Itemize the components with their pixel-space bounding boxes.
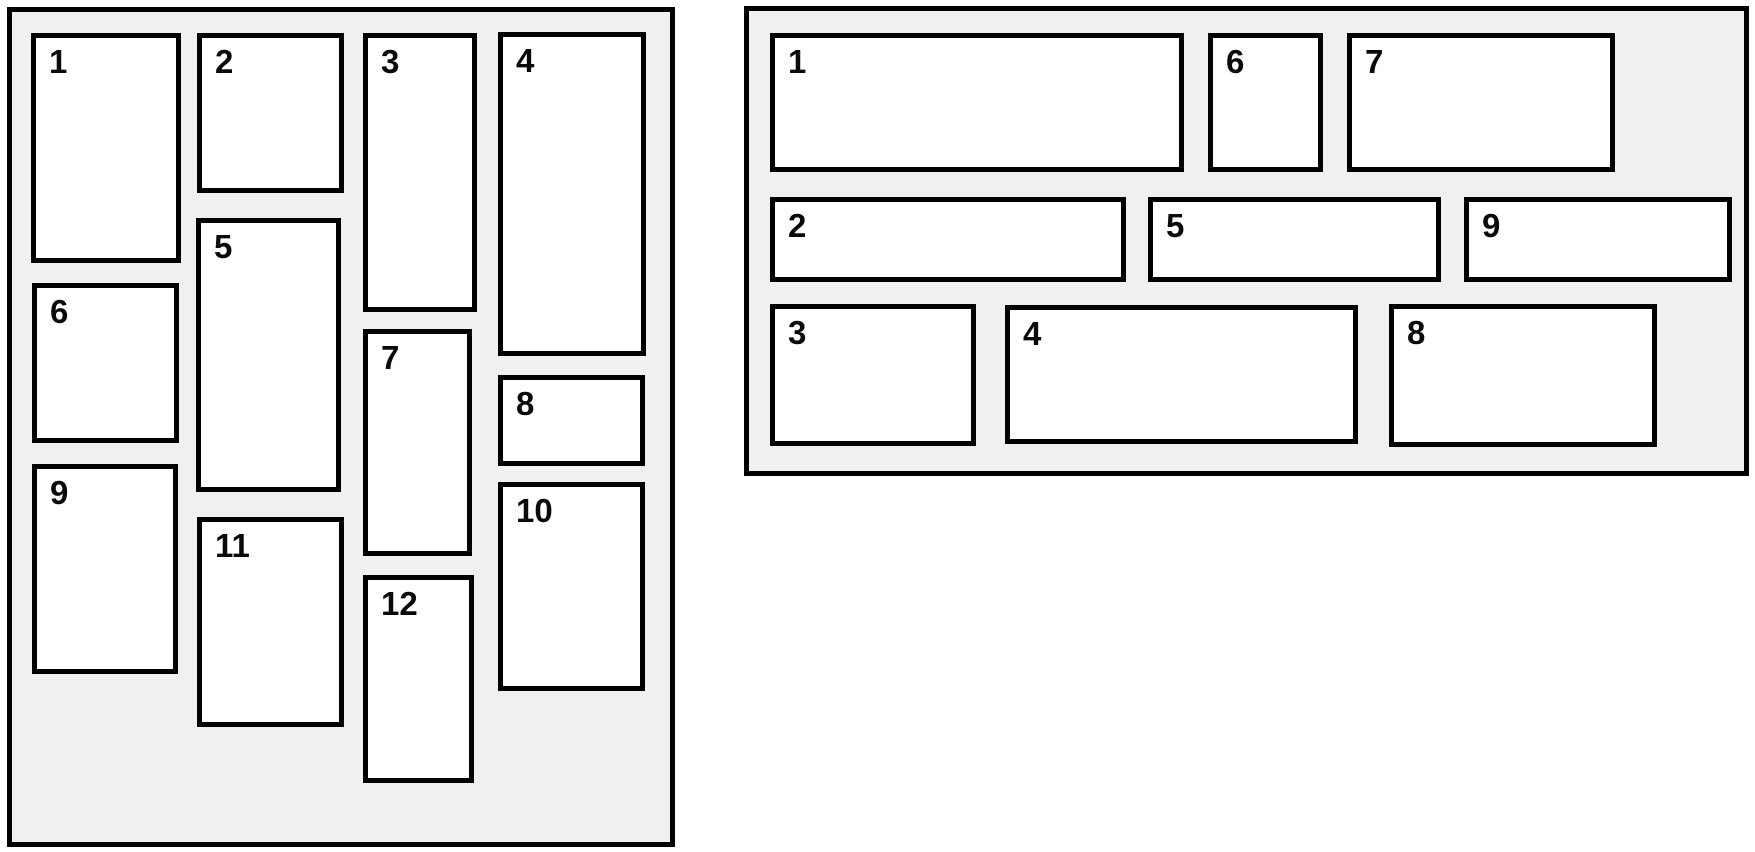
left-masonry-tile-2: 2 — [197, 33, 344, 193]
left-masonry-tile-9: 9 — [32, 464, 178, 674]
left-masonry-tile-12: 12 — [363, 575, 474, 783]
right-masonry-tile-3: 3 — [770, 304, 976, 446]
right-masonry-tile-9: 9 — [1464, 197, 1732, 282]
right-masonry-tile-4: 4 — [1005, 305, 1358, 444]
left-masonry-tile-6: 6 — [32, 283, 179, 443]
left-masonry-tile-5: 5 — [196, 218, 341, 492]
right-masonry-tile-5: 5 — [1148, 197, 1441, 282]
vertical-masonry-panel: 1 2 3 4 5 6 7 8 9 10 11 12 — [7, 7, 675, 847]
left-masonry-tile-7: 7 — [363, 329, 472, 556]
left-masonry-tile-3: 3 — [363, 33, 477, 312]
right-masonry-tile-6: 6 — [1208, 33, 1323, 172]
horizontal-masonry-panel: 1 2 3 4 5 6 7 8 9 — [744, 6, 1749, 476]
right-masonry-tile-8: 8 — [1389, 304, 1657, 447]
left-masonry-tile-11: 11 — [197, 517, 344, 727]
left-masonry-tile-8: 8 — [498, 375, 645, 466]
right-masonry-tile-1: 1 — [770, 33, 1184, 172]
left-masonry-tile-4: 4 — [498, 32, 646, 356]
right-masonry-tile-7: 7 — [1347, 33, 1615, 172]
left-masonry-tile-10: 10 — [498, 482, 645, 691]
right-masonry-tile-2: 2 — [770, 197, 1126, 282]
left-masonry-tile-1: 1 — [31, 33, 181, 263]
